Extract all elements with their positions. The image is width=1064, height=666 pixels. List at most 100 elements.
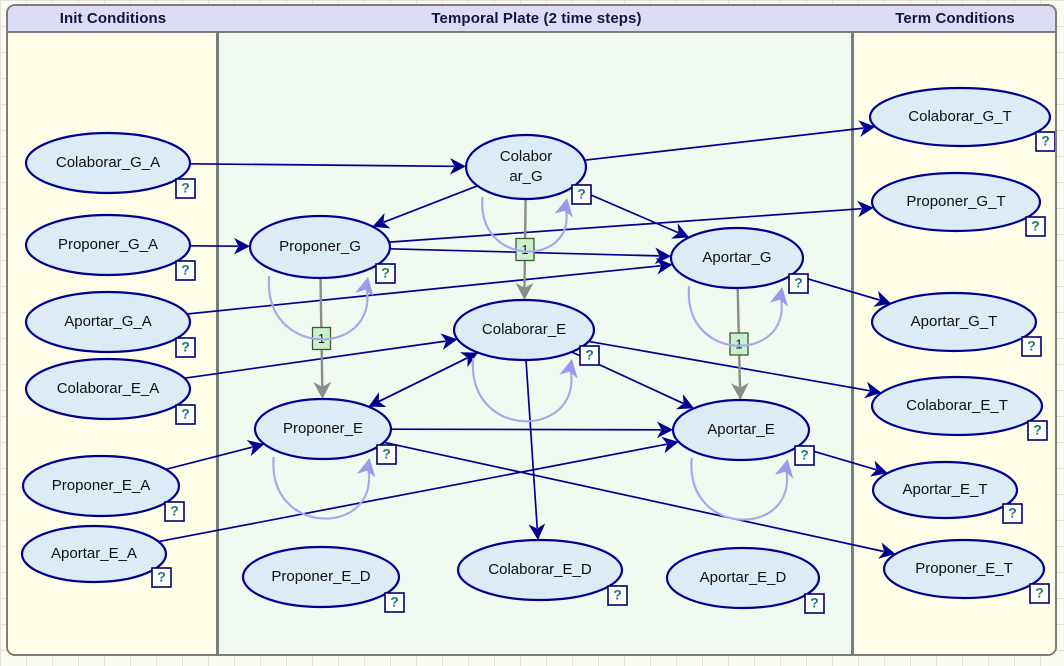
node-ellipse[interactable] <box>669 226 805 290</box>
self-loop-proponer_e[interactable] <box>272 456 376 520</box>
node-label: Aportar_E_A <box>51 545 137 562</box>
question-mark-icon[interactable] <box>384 592 405 613</box>
node-aportar_e_a[interactable]: Aportar_E_A? <box>20 524 172 588</box>
header-temporal-plate[interactable]: Temporal Plate (2 time steps) <box>431 10 642 27</box>
column-divider-left <box>216 33 219 654</box>
edge-colaborar_g_a-to-colaborar_g[interactable] <box>189 158 466 175</box>
node-aportar_e_t[interactable]: Aportar_E_T? <box>871 460 1023 524</box>
edge-aportar_g_a-to-aportar_g[interactable] <box>186 257 673 315</box>
node-colaborar_e_a[interactable]: Colaborar_E_A? <box>24 357 196 425</box>
node-colaborar_e_d[interactable]: Colaborar_E_D? <box>456 538 628 606</box>
question-mark-glyph: ? <box>170 503 179 519</box>
question-mark-icon[interactable] <box>151 567 172 588</box>
question-mark-glyph: ? <box>1008 505 1017 521</box>
question-mark-icon[interactable] <box>175 337 196 358</box>
node-ellipse[interactable] <box>870 291 1038 353</box>
edge-proponer_e-to-colaborar_e[interactable] <box>368 352 479 408</box>
node-label: Aportar_E_T <box>902 481 987 498</box>
node-ellipse[interactable] <box>871 460 1019 520</box>
node-ellipse[interactable] <box>870 375 1044 437</box>
node-proponer_e_t[interactable]: Proponer_E_T? <box>882 538 1050 604</box>
node-ellipse[interactable] <box>665 546 821 610</box>
node-ellipse[interactable] <box>452 298 596 362</box>
question-mark-glyph: ? <box>181 406 190 422</box>
edge-colaborar_g-to-proponer_g[interactable] <box>372 185 478 229</box>
node-ellipse[interactable] <box>20 524 168 584</box>
node-ellipse[interactable] <box>24 213 192 277</box>
question-mark-icon[interactable] <box>1002 503 1023 524</box>
edge-colaborar_g-to-colaborar_g_t[interactable] <box>584 120 876 162</box>
question-mark-icon[interactable] <box>607 585 628 606</box>
node-ellipse[interactable] <box>870 171 1042 233</box>
header-term-conditions[interactable]: Term Conditions <box>895 10 1015 27</box>
node-ellipse[interactable] <box>248 214 392 280</box>
node-colaborar_e_t[interactable]: Colaborar_E_T? <box>870 375 1048 441</box>
question-mark-icon[interactable] <box>571 184 592 205</box>
node-ellipse[interactable] <box>24 131 192 195</box>
node-ellipse[interactable] <box>464 133 588 201</box>
question-mark-icon[interactable] <box>1027 420 1048 441</box>
node-colaborar_g[interactable]: Colaborar_G? <box>464 133 592 205</box>
question-mark-icon[interactable] <box>175 404 196 425</box>
node-proponer_e_a[interactable]: Proponer_E_A? <box>21 454 185 522</box>
question-mark-glyph: ? <box>1041 133 1050 149</box>
question-mark-icon[interactable] <box>175 178 196 199</box>
question-mark-icon[interactable] <box>794 445 815 466</box>
node-ellipse[interactable] <box>241 545 401 609</box>
node-proponer_g[interactable]: Proponer_G? <box>248 214 396 284</box>
node-ellipse[interactable] <box>21 454 181 518</box>
self-loop-colaborar_e[interactable] <box>472 357 578 423</box>
node-ellipse[interactable] <box>24 290 192 354</box>
edge-colaborar_e-to-colaborar_e_d[interactable] <box>525 359 546 540</box>
edge-proponer_e_a-to-proponer_e[interactable] <box>165 440 265 471</box>
question-mark-icon[interactable] <box>376 444 397 465</box>
question-mark-icon[interactable] <box>1029 583 1050 604</box>
node-ellipse[interactable] <box>868 86 1052 148</box>
edge-aportar_g-to-aportar_e[interactable]: 1 <box>729 287 749 400</box>
edge-aportar_e_a-to-aportar_e[interactable] <box>158 436 679 543</box>
node-proponer_g_t[interactable]: Proponer_G_T? <box>870 171 1046 237</box>
question-mark-icon[interactable] <box>788 273 809 294</box>
network-panel: Init Conditions Temporal Plate (2 time s… <box>6 4 1057 656</box>
node-proponer_e_d[interactable]: Proponer_E_D? <box>241 545 405 613</box>
question-mark-icon[interactable] <box>164 501 185 522</box>
node-aportar_g_a[interactable]: Aportar_G_A? <box>24 290 196 358</box>
node-ellipse[interactable] <box>882 538 1046 600</box>
edge-colaborar_e-to-colaborar_e_t[interactable] <box>588 340 882 399</box>
node-colaborar_e[interactable]: Colaborar_E? <box>452 298 600 366</box>
node-colaborar_g_a[interactable]: Colaborar_G_A? <box>24 131 196 199</box>
node-proponer_e[interactable]: Proponer_E? <box>253 397 397 465</box>
self-loop-colaborar_g[interactable] <box>481 196 573 253</box>
question-mark-icon[interactable] <box>375 263 396 284</box>
self-loop-aportar_g[interactable] <box>687 285 788 347</box>
self-loop-aportar_e[interactable] <box>690 457 794 521</box>
question-mark-icon[interactable] <box>1035 131 1055 152</box>
header-init-conditions[interactable]: Init Conditions <box>59 10 167 27</box>
question-mark-icon[interactable] <box>1021 336 1042 357</box>
node-colaborar_g_t[interactable]: Colaborar_G_T? <box>868 86 1055 152</box>
self-loop-proponer_g[interactable] <box>268 275 374 341</box>
node-aportar_e[interactable]: Aportar_E? <box>671 398 815 466</box>
node-ellipse[interactable] <box>671 398 811 462</box>
node-ellipse[interactable] <box>456 538 624 602</box>
edge-proponer_g-to-proponer_g_t[interactable] <box>389 200 874 243</box>
question-mark-icon[interactable] <box>804 593 825 614</box>
node-proponer_g_a[interactable]: Proponer_G_A? <box>24 213 196 281</box>
edge-proponer_e-to-aportar_e[interactable] <box>390 421 673 439</box>
node-aportar_g_t[interactable]: Aportar_G_T? <box>870 291 1042 357</box>
node-layer: Colaborar_G_A?Proponer_G_A?Aportar_G_A?C… <box>20 86 1055 614</box>
question-mark-icon[interactable] <box>1025 216 1046 237</box>
node-ellipse[interactable] <box>253 397 393 461</box>
question-mark-glyph: ? <box>810 595 819 611</box>
node-ellipse[interactable] <box>24 357 192 421</box>
edge-colaborar_e_a-to-colaborar_e[interactable] <box>184 333 458 380</box>
question-mark-glyph: ? <box>1027 338 1036 354</box>
edge-proponer_g_a-to-proponer_g[interactable] <box>189 237 250 255</box>
node-aportar_g[interactable]: Aportar_G? <box>669 226 809 294</box>
question-mark-icon[interactable] <box>579 345 600 366</box>
node-aportar_e_d[interactable]: Aportar_E_D? <box>665 546 825 614</box>
edge-proponer_e-to-proponer_e_t[interactable] <box>383 441 896 559</box>
question-mark-icon[interactable] <box>175 260 196 281</box>
